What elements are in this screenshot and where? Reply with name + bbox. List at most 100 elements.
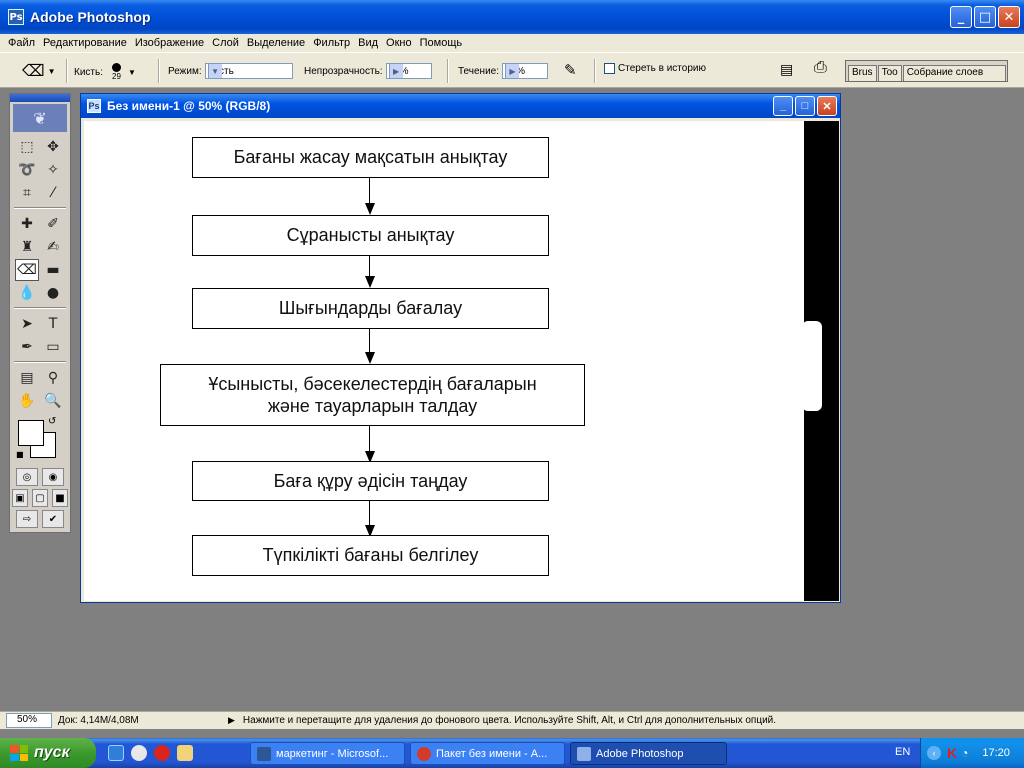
mode-select[interactable]: Кисть ▼ [204,63,293,79]
flow-step-2: Сұранысты анықтау [192,215,549,256]
arrow-right-icon[interactable]: ▶ [388,64,403,78]
media-player-quicklaunch-icon[interactable] [131,745,147,761]
pen-tool-icon[interactable]: ✒ [21,339,33,355]
language-indicator[interactable]: EN [895,746,911,758]
tool-preset-picker[interactable]: ⌫ ▼ [22,63,56,80]
hand-tool-icon[interactable]: ✋ [18,393,36,409]
arrow-right-icon[interactable]: ▶ [505,64,519,78]
slice-tool-icon[interactable]: ⁄ [51,185,55,201]
default-colors-icon[interactable]: ■ [16,450,24,459]
palette-well-button[interactable]: ⎙ [814,59,827,77]
close-button[interactable]: ✕ [998,6,1020,28]
flow-field[interactable]: 98% ▶ [502,63,548,79]
notes-tool-icon[interactable]: ▤ [20,370,34,386]
blur-tool-icon[interactable]: 💧 [18,285,36,301]
menu-file[interactable]: Файл [8,37,36,49]
shape-tool-icon[interactable]: ▭ [46,339,60,355]
screen-mode-full-menu-icon[interactable]: ▢ [32,489,48,507]
photoshop-icon: Ps [8,9,24,25]
tray-expand-icon[interactable]: ‹ [927,746,941,760]
flow-step-5: Баға құру әдісін таңдау [192,461,549,501]
jump-to-imageready-icon[interactable]: ⇨ [16,510,38,528]
play-arrow-icon[interactable]: ▶ [228,715,235,725]
system-tray: ‹ K ◔ 17:20 [920,738,1024,768]
menu-edit[interactable]: Редактирование [43,37,127,49]
move-tool-icon[interactable]: ✥ [47,139,59,155]
mode-label: Режим: [168,65,202,77]
clone-stamp-tool-icon[interactable]: ♜ [20,239,34,255]
status-bar: 50% Док: 4,14M/4,08M ▶ Нажмите и перетащ… [0,711,1024,729]
tab-brushes[interactable]: Brus [848,65,877,81]
menu-help[interactable]: Помощь [419,37,463,49]
opera-quicklaunch-icon[interactable] [154,745,170,761]
browser-quicklaunch-icon[interactable] [108,745,124,761]
erase-history-label: Стереть в историю [618,63,706,74]
swap-colors-icon[interactable]: ↺ [48,416,57,427]
doc-minimize-button[interactable]: _ [773,96,793,116]
brush-picker[interactable]: 29 [111,63,121,81]
magic-wand-tool-icon[interactable]: ✧ [47,162,59,178]
tab-tool-presets[interactable]: Too [877,65,902,81]
antivirus-icon[interactable]: K [947,745,958,761]
menu-layer[interactable]: Слой [212,37,239,49]
eraser-tool-icon[interactable]: ⌫ [15,259,39,281]
eyedropper-tool-icon[interactable]: ⚲ [47,370,59,386]
menu-image[interactable]: Изображение [134,37,205,49]
network-icon[interactable]: ◔ [961,746,969,760]
word-icon [257,746,271,761]
doc-maximize-button[interactable]: □ [795,96,815,116]
opacity-field[interactable]: 98% ▶ [385,63,432,79]
brush-tool-icon[interactable]: ✐ [47,216,59,232]
document-titlebar[interactable]: Ps Без имени-1 @ 50% (RGB/8) _ □ ✕ [81,94,840,118]
checkmark-icon[interactable]: ✔ [42,510,64,528]
clock[interactable]: 17:20 [982,747,1010,759]
marquee-tool-icon[interactable]: ⬚ [20,139,34,155]
app-titlebar[interactable]: Ps Adobe Photoshop _ □ ✕ [0,0,1024,34]
folder-quicklaunch-icon[interactable] [177,745,193,761]
status-hint: Нажмите и перетащите для удаления до фон… [242,715,777,726]
maximize-button[interactable]: □ [974,6,996,28]
minimize-button[interactable]: _ [950,6,972,28]
toolbox-titlebar[interactable] [10,94,70,102]
healing-brush-tool-icon[interactable]: ✚ [21,216,33,232]
zoom-field[interactable]: 50% [6,713,52,728]
screen-mode-full-icon[interactable]: ■ [52,489,68,507]
quick-mask-mode-icon[interactable]: ◉ [42,468,64,486]
erased-area [802,321,822,411]
history-brush-tool-icon[interactable]: ✍ [47,239,59,255]
path-selection-tool-icon[interactable]: ➤ [21,316,33,332]
airbrush-button[interactable]: ✎ [564,61,577,79]
menu-filter[interactable]: Фильтр [313,37,351,49]
document-size[interactable]: Док: 4,14M/4,08M [58,715,139,726]
document-window: Ps Без имени-1 @ 50% (RGB/8) _ □ ✕ Баған… [80,93,841,603]
crop-tool-icon[interactable]: ⌗ [23,185,31,201]
image-canvas[interactable]: Бағаны жасау мақсатын анықтау Сұранысты … [84,121,839,601]
zoom-tool-icon[interactable]: 🔍 [44,393,62,409]
gradient-tool-icon[interactable]: ▬ [46,262,60,278]
start-label: пуск [34,744,70,761]
lasso-tool-icon[interactable]: ➰ [18,162,36,178]
menu-select[interactable]: Выделение [246,37,306,49]
taskbar-item-package[interactable]: Пакет без имени - A... [410,742,565,765]
arrowhead-icon [365,451,375,463]
task-label: Adobe Photoshop [596,747,684,760]
foreground-color-swatch[interactable] [18,420,44,446]
taskbar-item-word[interactable]: маркетинг - Microsof... [250,742,405,765]
menu-window[interactable]: Окно [386,37,412,49]
type-tool-icon[interactable]: T [48,316,58,332]
erase-to-history-checkbox[interactable]: Стереть в историю [604,63,706,74]
arrowhead-icon [365,203,375,215]
flow-arrow [369,501,370,530]
file-browser-button[interactable]: ▤ [780,61,793,78]
menu-view[interactable]: Вид [358,37,379,49]
dodge-tool-icon[interactable]: ● [46,285,60,301]
taskbar-item-photoshop[interactable]: Adobe Photoshop [570,742,727,765]
doc-close-button[interactable]: ✕ [817,96,837,116]
brush-dropdown-icon[interactable]: ▼ [127,67,136,77]
start-button[interactable]: пуск [0,738,96,768]
screen-mode-standard-icon[interactable]: ▣ [12,489,28,507]
feather-logo-icon[interactable]: ❦ [13,104,67,132]
palette-well: Brus Too Собрание слоев [845,60,1008,82]
standard-mode-icon[interactable]: ◎ [16,468,38,486]
tab-layer-comps[interactable]: Собрание слоев [902,65,1006,81]
